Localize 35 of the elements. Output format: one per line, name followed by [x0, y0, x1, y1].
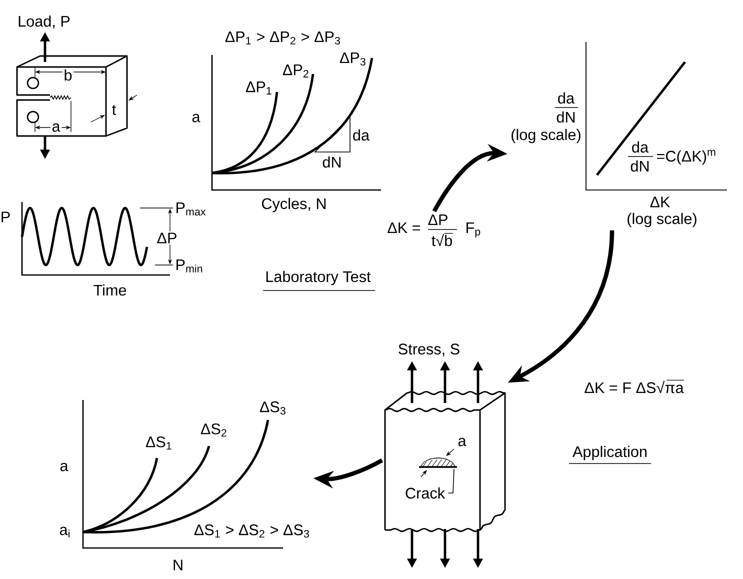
load-label: Load, P	[18, 15, 70, 29]
crack-label: Crack	[406, 487, 446, 499]
slope-label: da	[353, 129, 370, 141]
dimension-label: t	[112, 105, 116, 116]
formula: ΔK = ΔP t√b F$_{p}$	[388, 214, 480, 246]
stress-label: Stress, S	[398, 344, 460, 356]
inequality-text: ΔP$_{1}$ > ΔP$_{2}$ > ΔP$_{3}$	[225, 31, 340, 45]
slope-label: dN	[322, 156, 341, 168]
level-label: P$_{min}$	[176, 259, 202, 272]
edge-label: ΔK = F ΔS√πa	[584, 380, 684, 394]
dimension-label: ΔP	[155, 231, 179, 245]
curve-label: ΔS$_{1}$	[146, 436, 172, 450]
axis-label: P	[2, 212, 10, 222]
axis-label: ΔK (log scale)	[628, 196, 696, 228]
axis-label: a	[192, 114, 200, 122]
inequality-text: ΔS$_{1}$ > ΔS$_{2}$ > ΔS$_{3}$	[194, 524, 309, 538]
dimension-label: b	[62, 68, 74, 82]
curve-label: ΔS$_{3}$	[260, 401, 286, 415]
curve-label: ΔP$_{1}$	[246, 82, 272, 94]
curve-label: ΔP$_{2}$	[282, 64, 308, 78]
axis-label: Cycles, N	[262, 198, 326, 212]
section-heading: Laboratory Test	[262, 270, 376, 291]
leader-line	[448, 468, 454, 494]
dimension-label: a	[458, 438, 466, 446]
level-label: P$_{max}$	[176, 202, 206, 216]
axis-label: Time	[94, 284, 126, 296]
axis-label: a$_{i}$	[60, 526, 70, 538]
dimension-label: a	[50, 122, 62, 134]
axis-label: N	[174, 560, 182, 570]
formula: da dN =C(ΔK)$^{m}$	[628, 141, 716, 172]
curve-label: ΔP$_{3}$	[340, 52, 366, 66]
axis-label: da dN (log scale)	[512, 92, 580, 144]
section-heading: Application	[568, 446, 652, 464]
axis-label: a	[60, 462, 68, 472]
curve-label: ΔS$_{2}$	[200, 423, 226, 437]
